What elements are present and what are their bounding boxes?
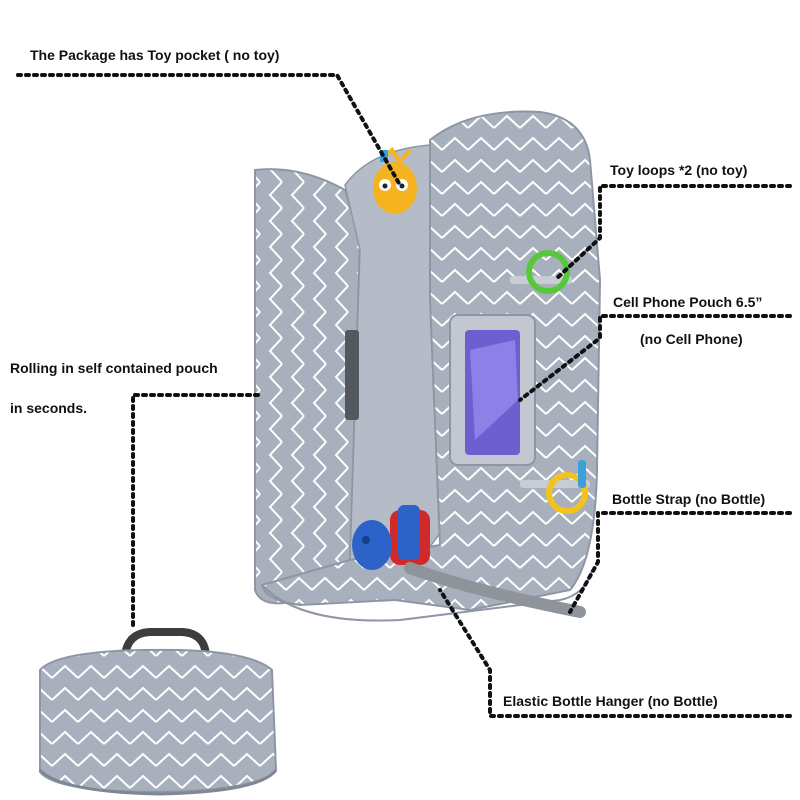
leader-toy-pocket <box>16 73 402 187</box>
label-rolling-line1: Rolling in self contained pouch <box>10 360 218 376</box>
bottle-hanger <box>352 505 586 618</box>
label-phone-pouch-line2: (no Cell Phone) <box>640 331 743 347</box>
yellow-toy-loop-icon <box>546 472 588 514</box>
leader-phone-pouch <box>518 314 792 402</box>
leader-bottle-strap <box>568 511 792 614</box>
leader-lines <box>16 73 792 718</box>
label-rolling-line2: in seconds. <box>10 400 88 416</box>
rolled-pouch <box>38 628 278 796</box>
label-toy-pocket: The Package has Toy pocket ( no toy) <box>30 47 280 63</box>
seat-belt-icon <box>345 330 359 420</box>
label-elastic-hanger: Elastic Bottle Hanger (no Bottle) <box>503 693 718 709</box>
phone-pouch <box>449 314 536 466</box>
bottle-strap-icon <box>404 562 586 618</box>
toy-pocket-toy <box>373 147 417 214</box>
green-toy-loop-icon <box>526 250 570 294</box>
leader-rolling <box>131 393 260 630</box>
toy-loops <box>510 250 590 514</box>
leader-toy-loops <box>553 184 792 282</box>
label-toy-loops: Toy loops *2 (no toy) <box>610 162 748 178</box>
handle-icon <box>121 628 210 656</box>
leader-elastic-hanger <box>438 588 792 718</box>
label-phone-pouch-line1: Cell Phone Pouch 6.5” <box>613 294 763 310</box>
label-bottle-strap: Bottle Strap (no Bottle) <box>612 491 766 507</box>
